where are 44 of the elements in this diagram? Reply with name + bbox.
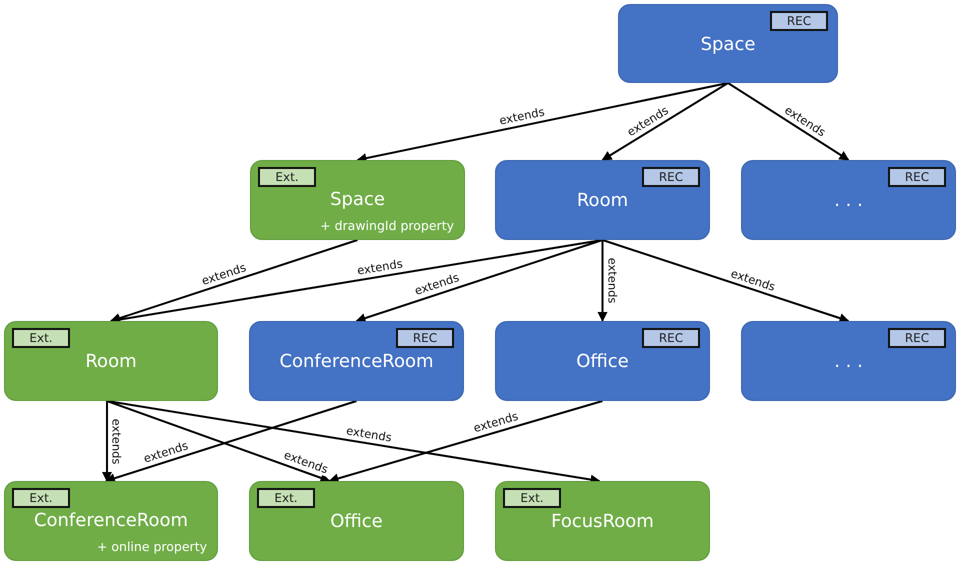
class-box	[741, 321, 956, 401]
class-name: Space	[329, 189, 386, 210]
arrow	[110, 239, 358, 323]
class-name: Room	[84, 351, 138, 372]
tag-label: Ext.	[258, 167, 316, 187]
arrow	[602, 82, 729, 161]
arrow	[102, 401, 112, 482]
arrow	[328, 400, 603, 484]
edge-label: extends	[109, 417, 122, 465]
property-note: + online property	[96, 539, 207, 554]
class-name: Room	[576, 190, 630, 211]
class-box	[4, 321, 218, 401]
arrow	[356, 239, 603, 323]
class-name: Space	[700, 34, 756, 55]
class-box	[495, 160, 710, 240]
tag-label: REC	[888, 167, 946, 187]
tag-label: REC	[642, 328, 700, 348]
class-box	[4, 481, 218, 561]
tag-label: Ext.	[12, 488, 70, 508]
class-name: ConferenceRoom	[278, 351, 435, 372]
class-box	[741, 160, 956, 240]
tag-label: REC	[770, 11, 828, 31]
arrow	[602, 239, 850, 323]
class-box	[495, 481, 710, 561]
class-name: ConferenceRoom	[32, 510, 190, 531]
property-note: + drawingId property	[320, 218, 454, 233]
arrow	[598, 240, 608, 322]
tag-label: Ext.	[503, 488, 561, 508]
arrow	[727, 82, 850, 161]
class-name: . . .	[833, 190, 864, 211]
class-name: . . .	[833, 351, 864, 372]
class-box	[249, 321, 464, 401]
tag-label: REC	[396, 328, 454, 348]
tag-label: REC	[888, 328, 946, 348]
class-box	[250, 160, 465, 240]
class-box	[495, 321, 710, 401]
tag-label: Ext.	[12, 328, 70, 348]
class-box	[249, 481, 464, 561]
tag-label: Ext.	[257, 488, 315, 508]
tag-label: REC	[642, 167, 700, 187]
class-name: FocusRoom	[550, 511, 655, 532]
class-name: Office	[329, 511, 384, 532]
class-box	[618, 4, 838, 83]
class-name: Office	[575, 351, 630, 372]
